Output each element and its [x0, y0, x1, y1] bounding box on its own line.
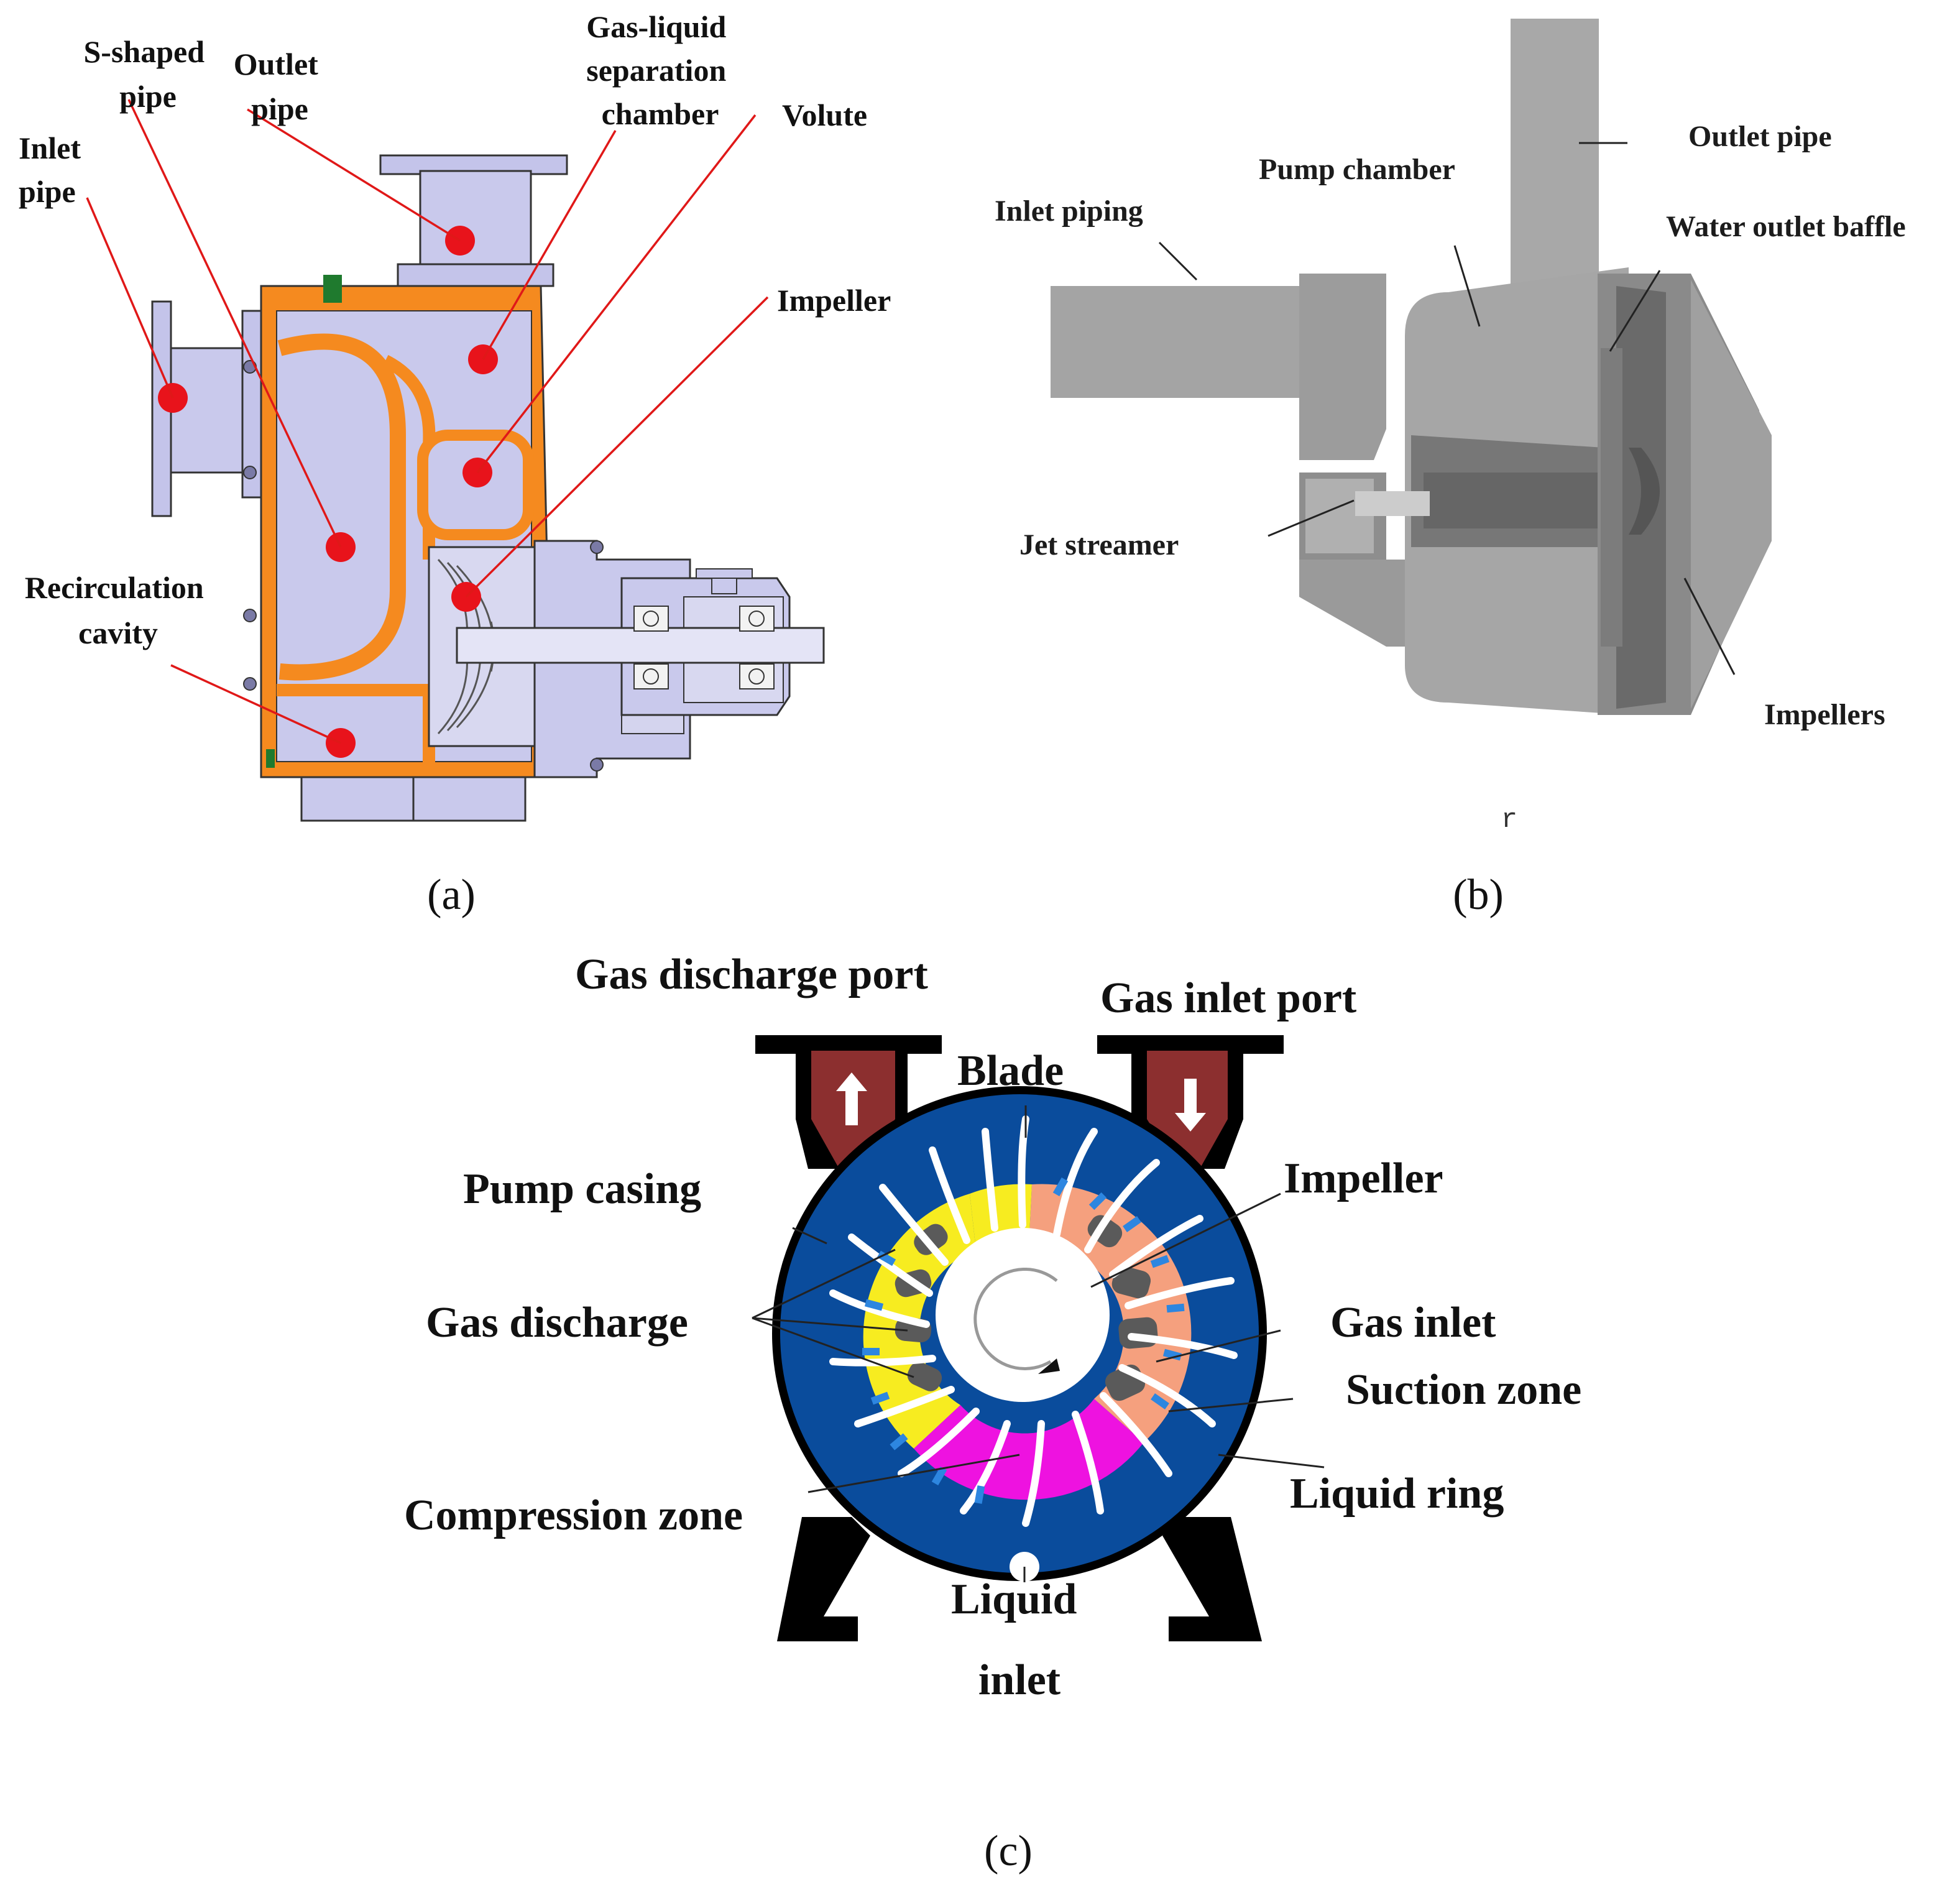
vane-marks [862, 1177, 1185, 1504]
label-suction-zone: Suction zone [1346, 1366, 1581, 1414]
label-liquid-ring: Liquid ring [1290, 1470, 1504, 1518]
blades [829, 1115, 1238, 1527]
label-outlet-pipe: Outlet pipe [234, 47, 326, 126]
label-inlet-piping: Inlet piping [995, 195, 1143, 228]
label-recirculation-cavity: Recirculation cavity [25, 570, 211, 650]
leader-lines-a [86, 99, 769, 744]
caption-a: (a) [427, 871, 476, 919]
label-impellers: Impellers [1764, 698, 1885, 731]
labels-b: Outlet pipe Pump chamber Inlet piping Wa… [995, 120, 1906, 836]
label-pump-casing: Pump casing [463, 1165, 701, 1213]
pump-3d-render [1051, 19, 1772, 715]
label-compression-zone: Compression zone [404, 1492, 743, 1539]
label-pump-chamber: Pump chamber [1259, 153, 1455, 186]
panel-b: Outlet pipe Pump chamber Inlet piping Wa… [995, 19, 1906, 919]
label-jet-streamer: Jet streamer [1019, 528, 1179, 561]
label-gas-liquid-chamber: Gas-liquid separation chamber [586, 9, 734, 131]
label-impeller: Impeller [777, 283, 891, 318]
pump-section-drawing [151, 154, 825, 822]
panel-c: Gas discharge port Gas inlet port Blade … [404, 951, 1581, 1875]
caption-b: (b) [1453, 871, 1504, 919]
caption-c: (c) [984, 1827, 1033, 1875]
label-blade: Blade [957, 1047, 1064, 1095]
leader-lines-c [752, 1105, 1325, 1582]
label-gas-inlet: Gas inlet [1330, 1299, 1496, 1347]
label-inlet-pipe: Inlet pipe [19, 131, 89, 209]
labels-a: S-shaped pipe Outlet pipe Inlet pipe Gas… [19, 9, 891, 650]
label-s-shaped-pipe: S-shaped pipe [83, 34, 212, 114]
label-gas-discharge-port: Gas discharge port [575, 951, 928, 998]
label-volute: Volute [782, 98, 867, 132]
stray-glyph: r [1501, 805, 1517, 836]
label-impeller-c: Impeller [1284, 1155, 1443, 1202]
label-water-outlet-baffle: Water outlet baffle [1666, 210, 1906, 243]
label-gas-inlet-port: Gas inlet port [1100, 974, 1356, 1022]
liquid-ring-pump-diagram [755, 1035, 1284, 1641]
label-outlet-pipe-b: Outlet pipe [1688, 120, 1832, 153]
leader-lines-b [1158, 142, 1736, 675]
label-gas-discharge: Gas discharge [426, 1299, 688, 1347]
panel-a: S-shaped pipe Outlet pipe Inlet pipe Gas… [19, 9, 891, 919]
labels-c: Gas discharge port Gas inlet port Blade … [404, 951, 1581, 1704]
label-liquid-inlet: Liquid inlet [951, 1575, 1088, 1704]
